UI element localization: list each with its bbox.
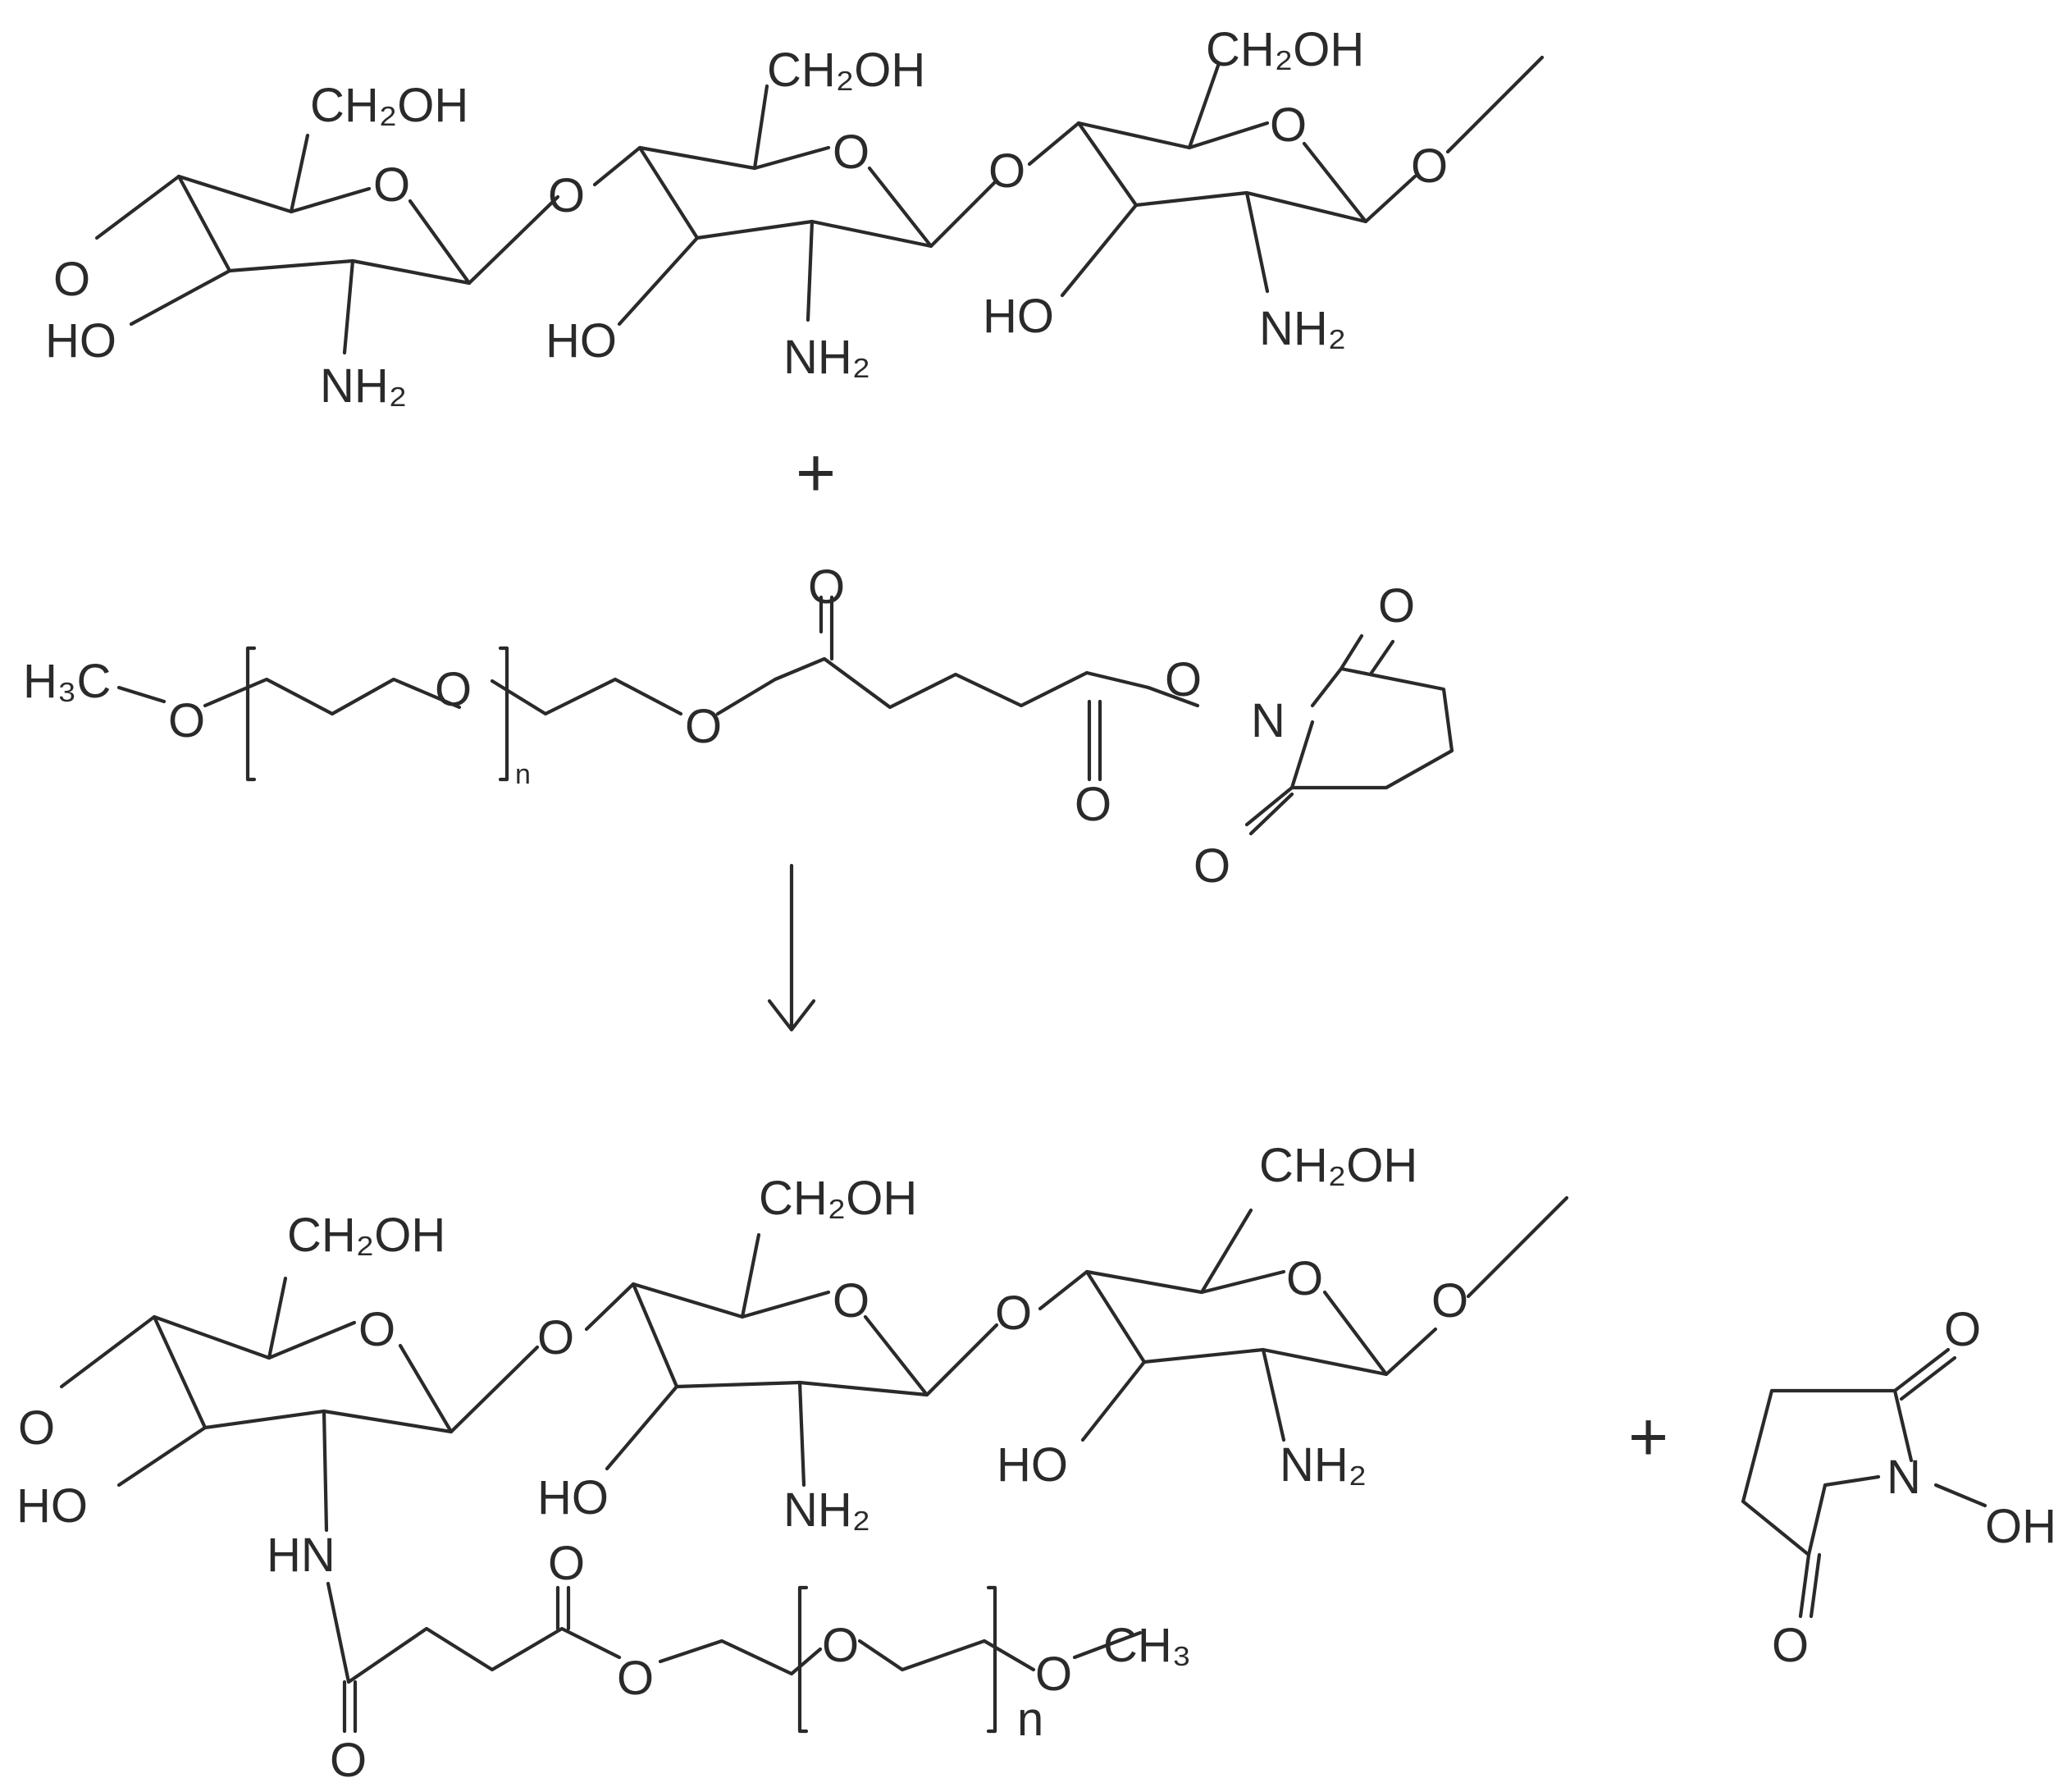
carbonyl-oxygen: O xyxy=(1378,579,1415,633)
glycosidic-oxygen: O xyxy=(548,169,585,222)
bonds xyxy=(1741,1347,1988,1619)
bonds xyxy=(59,1195,1569,1734)
glycosidic-oxygen: O xyxy=(1411,139,1448,193)
ester-oxygen: O xyxy=(685,700,722,753)
ch2oh-label: CH₂OH xyxy=(759,1172,917,1225)
ether-oxygen: O xyxy=(435,663,472,716)
mpeg-nhs-reactant: H₃C O O n O O O O N O O xyxy=(23,560,1454,893)
atom-labels: CH₂OH CH₂OH CH₂OH O O O O O O O HO HO HO… xyxy=(16,1139,1468,1787)
ch2oh-label: CH₂OH xyxy=(310,79,468,132)
ether-oxygen: O xyxy=(822,1619,859,1672)
repeat-count: n xyxy=(1017,1693,1043,1746)
glycosidic-oxygen: O xyxy=(537,1311,574,1364)
glycosidic-oxygen: O xyxy=(995,1287,1032,1340)
hydroxyl-label: HO xyxy=(16,1479,88,1533)
pegylated-chitosan-product: CH₂OH CH₂OH CH₂OH O O O O O O O HO HO HO… xyxy=(16,1139,1569,1787)
carbonyl-oxygen: O xyxy=(548,1537,585,1590)
nitrogen-label: N xyxy=(1887,1451,1921,1504)
ring-oxygen: O xyxy=(833,1274,869,1328)
amide-nh-label: HN xyxy=(267,1529,335,1582)
n-hydroxysuccinimide: O N OH O xyxy=(1741,1303,2056,1672)
ring-oxygen: O xyxy=(358,1303,395,1356)
glycosidic-oxygen: O xyxy=(988,144,1025,198)
terminal-oxygen: O xyxy=(18,1401,55,1455)
repeat-count: n xyxy=(515,759,531,790)
hydroxyl-label: HO xyxy=(997,1438,1068,1492)
carbonyl-oxygen: O xyxy=(1772,1619,1809,1672)
bonds xyxy=(94,55,1545,355)
ether-oxygen: O xyxy=(1035,1648,1072,1701)
ch2oh-label: CH₂OH xyxy=(1206,23,1364,76)
ester-oxygen: O xyxy=(1165,653,1202,706)
methyl-label: CH₃ xyxy=(1103,1619,1191,1672)
bonds xyxy=(116,595,1454,836)
ch2oh-label: CH₂OH xyxy=(1259,1139,1417,1192)
amine-label: NH₂ xyxy=(1280,1438,1367,1492)
carbonyl-oxygen: O xyxy=(808,560,845,614)
hydroxyl-label: HO xyxy=(45,314,116,368)
ring-oxygen: O xyxy=(1270,98,1307,152)
nitrogen-label: N xyxy=(1251,694,1285,747)
reaction-arrow xyxy=(767,863,816,1032)
ch2oh-label: CH₂OH xyxy=(767,43,925,97)
methyl-label: H₃C xyxy=(23,655,111,708)
atom-labels: H₃C O O n O O O O N O O xyxy=(23,560,1415,893)
hydroxyl-label: HO xyxy=(545,314,617,368)
ether-oxygen: O xyxy=(168,694,205,747)
amine-label: NH₂ xyxy=(320,359,407,413)
hydroxyl-label: HO xyxy=(983,290,1054,343)
glycosidic-oxygen: O xyxy=(1431,1274,1468,1328)
atom-labels: CH₂OH CH₂OH CH₂OH O O O O O O O HO HO HO… xyxy=(45,23,1448,413)
plus-sign-2: + xyxy=(1628,1398,1668,1475)
carbonyl-oxygen: O xyxy=(1075,778,1111,831)
ring-oxygen: O xyxy=(833,126,869,179)
carbonyl-oxygen: O xyxy=(330,1734,367,1787)
amine-label: NH₂ xyxy=(1259,302,1346,355)
amine-label: NH₂ xyxy=(783,1483,870,1537)
atom-labels: O N OH O xyxy=(1772,1303,2056,1672)
plus-sign-1: + xyxy=(796,434,836,511)
ch2oh-label: CH₂OH xyxy=(287,1209,445,1262)
ester-oxygen: O xyxy=(617,1652,654,1705)
hydroxyl-label: OH xyxy=(1985,1500,2056,1553)
hydroxyl-label: HO xyxy=(537,1471,609,1524)
ring-oxygen: O xyxy=(373,158,410,212)
carbonyl-oxygen: O xyxy=(1193,839,1230,893)
ring-oxygen: O xyxy=(1286,1252,1323,1305)
carbonyl-oxygen: O xyxy=(1944,1303,1981,1356)
terminal-oxygen: O xyxy=(53,253,90,306)
chitosan-reactant: CH₂OH CH₂OH CH₂OH O O O O O O O HO HO HO… xyxy=(45,23,1545,413)
amine-label: NH₂ xyxy=(783,331,870,384)
